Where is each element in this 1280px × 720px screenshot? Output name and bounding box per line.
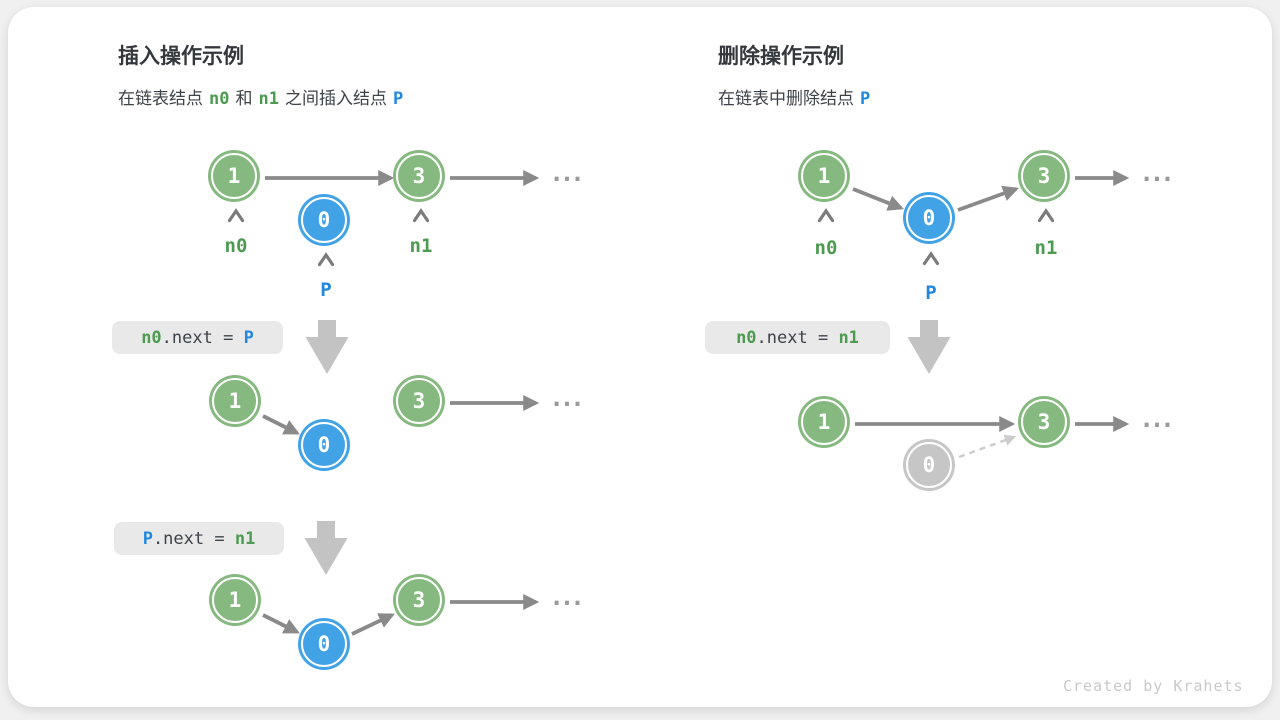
delete-section-subtitle: 在链表中删除结点 P bbox=[718, 84, 876, 109]
caret-right-n0-icon bbox=[817, 208, 835, 223]
node-3: 3 bbox=[1021, 399, 1067, 445]
delete-section-title: 删除操作示例 bbox=[718, 45, 844, 68]
node-3: 3 bbox=[396, 577, 442, 623]
arrow-right1-n1-to-p bbox=[852, 187, 904, 211]
token-p: P bbox=[392, 89, 404, 109]
code-box-p-next-n1: P.next = n1 bbox=[114, 522, 284, 555]
code-box-n0-next-n1: n0.next = n1 bbox=[705, 321, 890, 354]
ellipsis-more-nodes: ... bbox=[1139, 405, 1174, 433]
node-1: 1 bbox=[801, 399, 847, 445]
watermark-credit: Created by Krahets bbox=[1063, 677, 1244, 695]
code-op: .next = bbox=[152, 528, 235, 549]
ellipsis-more-nodes: ... bbox=[549, 159, 584, 187]
subtitle-text: 之间插入结点 bbox=[284, 89, 387, 108]
pointer-label-n1: n1 bbox=[409, 235, 433, 257]
ellipsis-more-nodes: ... bbox=[549, 583, 584, 611]
arrow-left3-n1-to-p bbox=[262, 613, 300, 634]
code-rhs: n1 bbox=[234, 528, 256, 549]
caret-left-n1-icon bbox=[412, 208, 430, 223]
code-rhs: P bbox=[243, 327, 254, 348]
node-1: 1 bbox=[212, 577, 258, 623]
block-down-arrow-left2-icon bbox=[304, 521, 348, 575]
token-n0: n0 bbox=[209, 89, 230, 109]
subtitle-text: 和 bbox=[235, 89, 253, 108]
code-rhs: n1 bbox=[838, 327, 859, 348]
code-box-n0-next-p: n0.next = P bbox=[112, 321, 283, 354]
node-1: 1 bbox=[212, 378, 258, 424]
arrow-left3-p-to-n3 bbox=[351, 613, 395, 636]
caret-right-p-icon bbox=[922, 251, 940, 266]
node-p-0: 0 bbox=[301, 621, 347, 667]
token-p: P bbox=[860, 89, 871, 109]
node-p-0: 0 bbox=[301, 422, 347, 468]
node-3: 3 bbox=[1021, 153, 1067, 199]
arrow-right2-removed-p-to-n3-dashed bbox=[958, 434, 1017, 459]
node-removed-0: 0 bbox=[906, 442, 952, 488]
arrow-left2-n1-to-p bbox=[262, 414, 300, 435]
node-p-0: 0 bbox=[906, 195, 952, 241]
node-3: 3 bbox=[396, 378, 442, 424]
node-1: 1 bbox=[801, 153, 847, 199]
caret-left-p-icon bbox=[317, 252, 335, 267]
token-n1: n1 bbox=[258, 89, 279, 109]
insert-section-subtitle: 在链表结点 n0 和 n1 之间插入结点 P bbox=[118, 84, 409, 109]
subtitle-text: 在链表中删除结点 bbox=[718, 89, 854, 108]
subtitle-text: 在链表结点 bbox=[118, 89, 203, 108]
node-3: 3 bbox=[396, 153, 442, 199]
block-down-arrow-right-icon bbox=[907, 320, 951, 374]
code-lhs: n0 bbox=[736, 327, 757, 348]
ellipsis-more-nodes: ... bbox=[549, 384, 584, 412]
code-lhs: P bbox=[142, 528, 153, 549]
code-op: .next = bbox=[756, 327, 839, 348]
insert-section-title: 插入操作示例 bbox=[118, 45, 244, 68]
pointer-label-n0: n0 bbox=[814, 237, 838, 259]
node-p-0: 0 bbox=[301, 197, 347, 243]
pointer-label-n0: n0 bbox=[224, 235, 248, 257]
caret-left-n0-icon bbox=[227, 208, 245, 223]
arrow-right1-p-to-n3 bbox=[957, 185, 1020, 212]
ellipsis-more-nodes: ... bbox=[1139, 159, 1174, 187]
pointer-label-p: P bbox=[925, 282, 937, 304]
pointer-label-p: P bbox=[320, 279, 332, 301]
caret-right-n1-icon bbox=[1037, 208, 1055, 223]
node-1: 1 bbox=[211, 153, 257, 199]
code-lhs: n0 bbox=[141, 327, 162, 348]
code-op: .next = bbox=[161, 327, 244, 348]
pointer-label-n1: n1 bbox=[1034, 237, 1058, 259]
block-down-arrow-left1-icon bbox=[305, 320, 349, 374]
